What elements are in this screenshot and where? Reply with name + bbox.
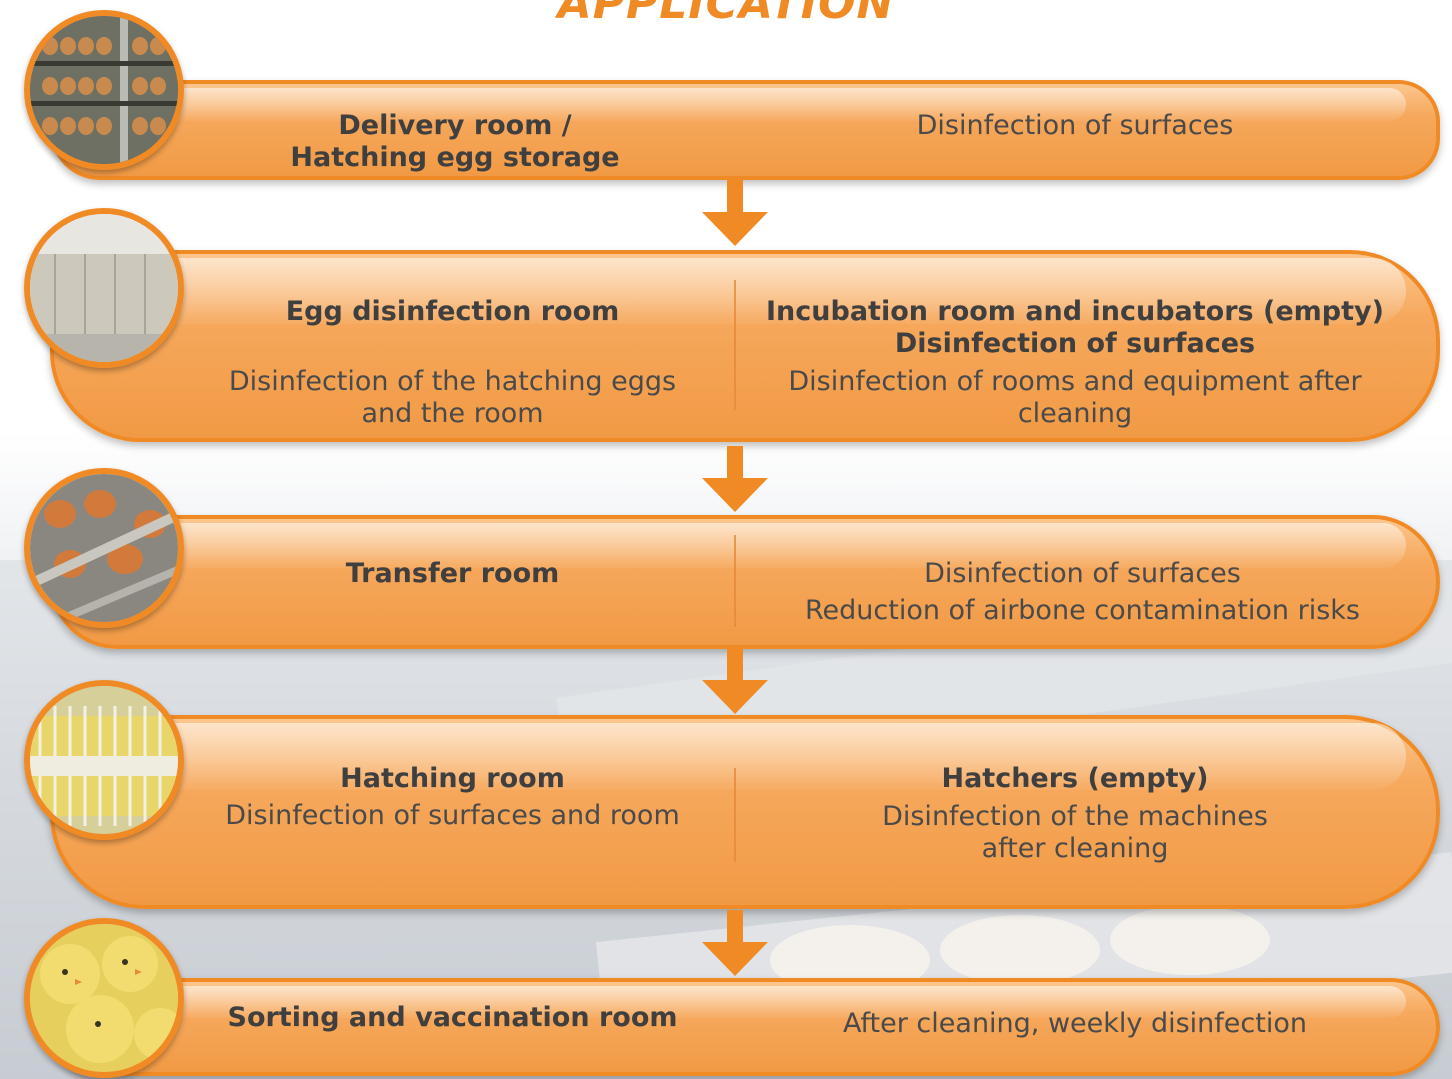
step-delivery-room <box>50 80 1440 180</box>
step-4-room-detail: Disinfection of surfaces and room <box>225 800 680 831</box>
step-2-right-detail: Disinfection of rooms and equipment afte… <box>788 366 1362 429</box>
chicks-photo <box>24 918 184 1078</box>
egg-racks-photo <box>24 10 184 170</box>
down-arrow-icon <box>702 446 768 512</box>
hatcher-trays-photo <box>24 680 184 840</box>
egg-conveyor-photo <box>24 468 184 628</box>
step-3-right-detail: Disinfection of surfaces Reduction of ai… <box>804 558 1361 626</box>
step-4-right-title: Hatchers (empty) <box>941 763 1209 794</box>
down-arrow-icon <box>702 180 768 246</box>
step-2-room: Egg disinfection room <box>285 296 620 327</box>
step-1-room: Delivery room / Hatching egg storage <box>290 110 620 173</box>
step-4-room: Hatching room <box>340 763 565 794</box>
step-2-right-title: Incubation room and incubators (empty) D… <box>766 296 1384 359</box>
step-1-right: Disinfection of surfaces <box>916 110 1234 141</box>
step-sorting-vaccination-room <box>50 978 1440 1076</box>
step-5-room: Sorting and vaccination room <box>227 1002 678 1033</box>
page-title: APPLICATION <box>557 0 895 29</box>
step-hatching-room <box>50 715 1440 909</box>
down-arrow-icon <box>702 648 768 714</box>
step-4-divider <box>734 768 736 862</box>
step-2-divider <box>734 280 736 410</box>
step-5-right: After cleaning, weekly disinfection <box>843 1008 1307 1039</box>
step-3-room: Transfer room <box>345 558 560 589</box>
step-3-divider <box>734 535 736 627</box>
down-arrow-icon <box>702 910 768 976</box>
incubation-room-photo <box>24 208 184 368</box>
step-2-room-detail: Disinfection of the hatching eggs and th… <box>228 366 677 429</box>
step-4-right-detail: Disinfection of the machines after clean… <box>882 801 1268 864</box>
